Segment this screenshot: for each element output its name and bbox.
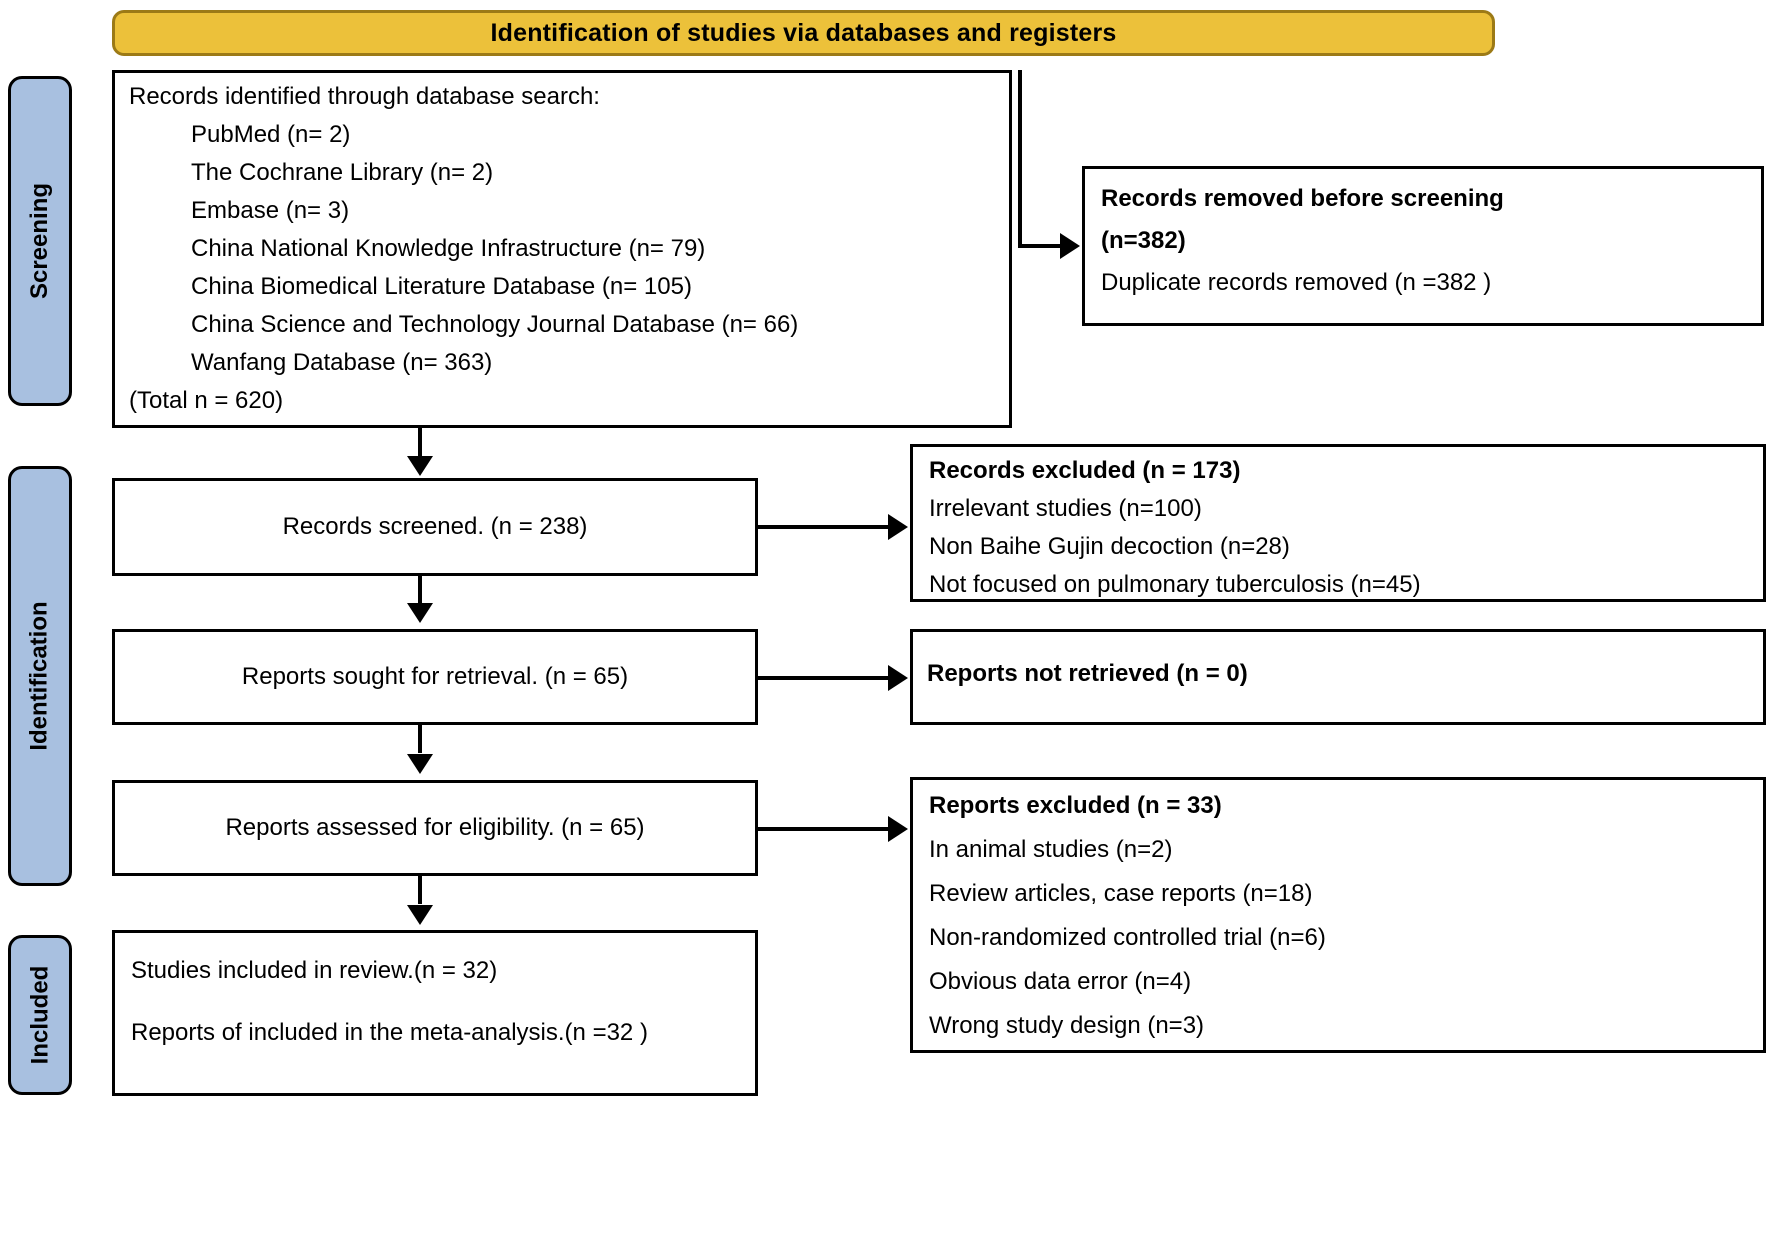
arrow-assessed-to-reports-excluded: [888, 816, 908, 842]
source-cbm: China Biomedical Literature Database (n=…: [191, 273, 692, 300]
connector-assessed-to-reports-excluded: [758, 827, 888, 831]
reports-assessed-label: Reports assessed for eligibility. (n = 6…: [225, 814, 645, 841]
reason-irrelevant-studies: Irrelevant studies (n=100): [929, 495, 1202, 522]
phase-label-screening: Screening: [8, 76, 72, 406]
phase-label-included-text: Included: [26, 965, 54, 1065]
arrow-screened-to-sought: [407, 603, 433, 623]
box-reports-sought-for-retrieval: Reports sought for retrieval. (n = 65): [112, 629, 758, 725]
arrow-sought-to-assessed: [407, 754, 433, 774]
source-cochrane: The Cochrane Library (n= 2): [191, 159, 494, 186]
records-identified-total: (Total n = 620): [129, 387, 284, 414]
reason-non-baihe-gujin: Non Baihe Gujin decoction (n=28): [929, 533, 1290, 560]
reason-non-randomized: Non-randomized controlled trial (n=6): [929, 924, 1326, 951]
reason-not-pulmonary-tb: Not focused on pulmonary tuberculosis (n…: [929, 571, 1421, 598]
reason-wrong-study-design: Wrong study design (n=3): [929, 1012, 1205, 1039]
box-records-screened: Records screened. (n = 238): [112, 478, 758, 576]
records-removed-heading-line1: Records removed before screening: [1101, 185, 1504, 212]
connector-identified-to-removed-vertical: [1018, 70, 1022, 246]
reason-obvious-data-error: Obvious data error (n=4): [929, 968, 1192, 995]
arrow-screened-to-excluded: [888, 514, 908, 540]
banner-title: Identification of studies via databases …: [490, 18, 1117, 47]
records-removed-heading-line2: (n=382): [1101, 227, 1186, 254]
studies-included-in-review: Studies included in review.(n = 32): [131, 957, 498, 984]
connector-assessed-to-included: [418, 876, 422, 904]
arrow-sought-to-not-retrieved: [888, 665, 908, 691]
box-records-removed-before-screening: Records removed before screening (n=382)…: [1082, 166, 1764, 326]
connector-screened-to-excluded: [758, 525, 888, 529]
box-reports-excluded: Reports excluded (n = 33) In animal stud…: [910, 777, 1766, 1053]
reports-sought-label: Reports sought for retrieval. (n = 65): [241, 663, 629, 690]
box-records-identified: Records identified through database sear…: [112, 70, 1012, 428]
arrow-identified-to-removed: [1060, 233, 1080, 259]
arrow-identified-to-screened: [407, 456, 433, 476]
connector-identified-to-removed-horizontal: [1018, 244, 1062, 248]
reports-excluded-heading: Reports excluded (n = 33): [929, 792, 1222, 819]
reports-included-meta-analysis: Reports of included in the meta-analysis…: [131, 1019, 648, 1046]
source-vip: China Science and Technology Journal Dat…: [191, 311, 799, 338]
reason-animal-studies: In animal studies (n=2): [929, 836, 1173, 863]
phase-label-identification: Identification: [8, 466, 72, 886]
records-identified-heading: Records identified through database sear…: [129, 83, 600, 110]
connector-sought-to-not-retrieved: [758, 676, 888, 680]
connector-identified-to-screened: [418, 428, 422, 458]
box-reports-not-retrieved: Reports not retrieved (n = 0): [910, 629, 1766, 725]
phase-label-included: Included: [8, 935, 72, 1095]
phase-label-identification-text: Identification: [26, 601, 53, 751]
box-studies-included: Studies included in review.(n = 32) Repo…: [112, 930, 758, 1096]
diagram-header-banner: Identification of studies via databases …: [112, 10, 1495, 56]
connector-screened-to-sought: [418, 576, 422, 604]
arrow-assessed-to-included: [407, 905, 433, 925]
phase-label-screening-text: Screening: [26, 182, 54, 300]
source-cnki: China National Knowledge Infrastructure …: [191, 235, 706, 262]
records-screened-label: Records screened. (n = 238): [282, 513, 588, 540]
source-wanfang: Wanfang Database (n= 363): [191, 349, 493, 376]
duplicate-records-removed: Duplicate records removed (n =382 ): [1101, 269, 1492, 296]
reports-not-retrieved-label: Reports not retrieved (n = 0): [927, 660, 1248, 687]
source-pubmed: PubMed (n= 2): [191, 121, 351, 148]
box-reports-assessed-for-eligibility: Reports assessed for eligibility. (n = 6…: [112, 780, 758, 876]
box-records-excluded: Records excluded (n = 173) Irrelevant st…: [910, 444, 1766, 602]
records-excluded-heading: Records excluded (n = 173): [929, 457, 1241, 484]
connector-sought-to-assessed: [418, 725, 422, 753]
source-embase: Embase (n= 3): [191, 197, 350, 224]
reason-review-case-reports: Review articles, case reports (n=18): [929, 880, 1313, 907]
